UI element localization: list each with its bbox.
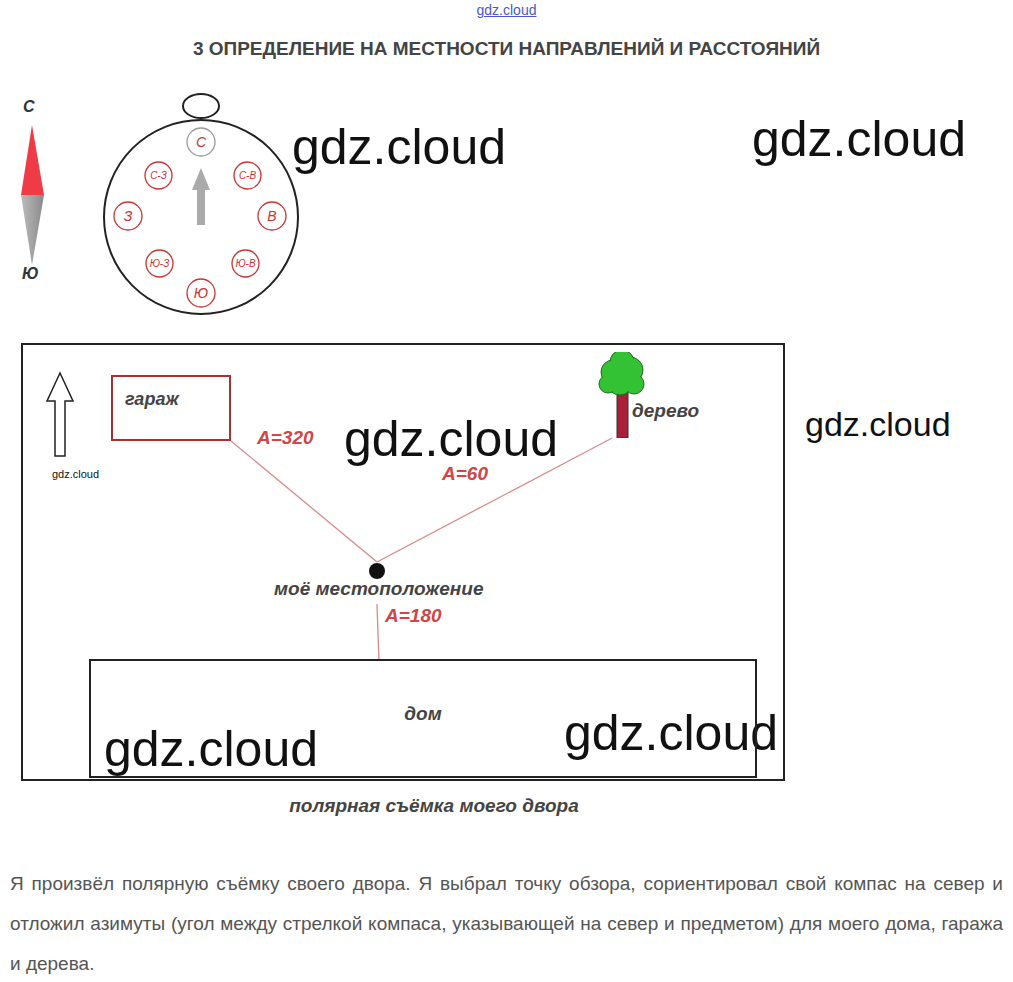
observer-point: моё местоположение [272, 562, 528, 604]
watermark: gdz.cloud [292, 118, 506, 176]
azimuth-label: A=320 [255, 427, 316, 449]
object-label: гараж [125, 389, 179, 410]
object-label: дом [91, 703, 755, 725]
tree-crown [611, 352, 633, 373]
position-dot [369, 563, 385, 579]
object-box: гараж [111, 375, 231, 441]
direction-label: С-З [150, 170, 167, 181]
tree-crown [600, 376, 616, 392]
north-arrow [47, 373, 73, 456]
tree-object: дерево [598, 352, 716, 438]
needle-letter: С [23, 98, 35, 116]
needle-north [21, 125, 44, 195]
compass-point: С-З [144, 161, 173, 190]
compass-point: Ю [186, 278, 216, 308]
direction-label: Ю-В [235, 258, 255, 269]
object-box: дом [89, 659, 757, 778]
circle-outline [145, 162, 172, 189]
circle-outline [146, 250, 173, 277]
compass-point: В [257, 201, 287, 231]
object-label: дерево [632, 400, 699, 422]
watermark: gdz.cloud [104, 720, 318, 778]
circle-outline [187, 279, 215, 307]
watermark: gdz.cloud [0, 2, 1013, 18]
compass-point: Ю-З [145, 249, 174, 278]
compass-arrow [192, 168, 210, 225]
tree-drawing [598, 352, 648, 438]
watermark: gdz.cloud [752, 110, 966, 168]
compass-point: Ю-В [231, 249, 260, 278]
azimuth-label: A=180 [383, 605, 444, 627]
circle-outline [187, 128, 215, 156]
watermark: gdz.cloud [52, 468, 99, 480]
compass-point: З [113, 201, 143, 231]
direction-label: С-В [239, 170, 256, 181]
circle-outline [258, 202, 286, 230]
tree-trunk [617, 392, 628, 438]
watermark: gdz.cloud [344, 410, 558, 468]
direction-label: З [124, 208, 133, 224]
circle-outline [234, 162, 261, 189]
circle-outline [232, 250, 259, 277]
yard-frame [22, 344, 784, 780]
compass-ring [183, 94, 219, 118]
compass-body [104, 120, 298, 314]
compass-point: С-В [233, 161, 262, 190]
circle-outline [114, 202, 142, 230]
page-title: 3 ОПРЕДЕЛЕНИЕ НА МЕСТНОСТИ НАПРАВЛЕНИЙ И… [0, 38, 1013, 60]
direction-label: Ю [194, 285, 208, 301]
watermark: gdz.cloud [805, 405, 951, 444]
object-label: моё местоположение [274, 578, 484, 600]
compass-point: С [186, 127, 216, 157]
azimuth-line [377, 604, 379, 659]
direction-label: Ю-З [150, 258, 170, 269]
direction-label: В [267, 208, 276, 224]
needle-letter: Ю [22, 265, 39, 283]
description-text: Я произвёл полярную съёмку своего двора.… [10, 864, 1003, 982]
tree-crown [625, 375, 643, 393]
direction-label: С [196, 134, 206, 150]
figure-caption: полярная съёмка моего двора [0, 795, 868, 817]
watermark: gdz.cloud [564, 704, 778, 762]
needle-south [21, 195, 44, 265]
position-dot [368, 562, 386, 580]
azimuth-label: A=60 [440, 463, 490, 485]
